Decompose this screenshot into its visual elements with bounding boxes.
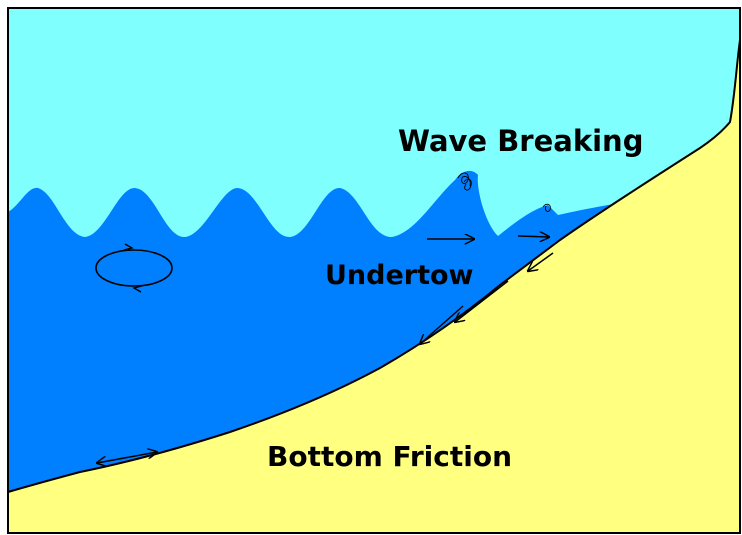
sand-beach: [8, 40, 740, 533]
undertow-arrow-1: [528, 252, 554, 271]
wave-spray-small: [542, 203, 551, 212]
wave-spray-large: [457, 172, 472, 191]
orbital-motion-icon: [95, 243, 173, 293]
bottom-friction-arrow: [97, 452, 157, 463]
bottom-friction-label: Bottom Friction: [267, 440, 512, 473]
undertow-label: Undertow: [325, 260, 474, 291]
onshore-flow-arrow-2: [517, 236, 549, 237]
water-body: [8, 170, 628, 492]
wave-breaking-label: Wave Breaking: [398, 124, 643, 158]
diagram-frame: [7, 7, 741, 534]
undertow-arrow-3: [420, 305, 464, 344]
undertow-arrow-2: [455, 280, 509, 322]
